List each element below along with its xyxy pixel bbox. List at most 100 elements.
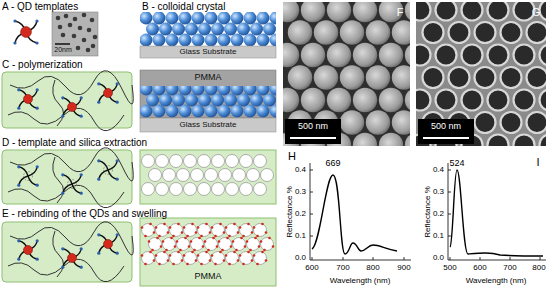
chart-axes — [448, 163, 546, 260]
bound-qd — [169, 254, 172, 257]
silica-sphere — [172, 94, 185, 107]
peak-value: 669 — [325, 159, 340, 169]
bound-qd — [181, 259, 184, 262]
ligand-end — [36, 258, 39, 261]
bound-qd — [219, 251, 222, 254]
silica-sphere — [211, 94, 224, 107]
ligand-end — [61, 266, 64, 269]
bound-qd — [237, 259, 240, 262]
bound-qd — [174, 245, 177, 248]
bound-qd — [265, 259, 268, 262]
bound-qd — [247, 223, 250, 226]
bound-qd — [263, 249, 266, 252]
bound-qd — [207, 249, 210, 252]
silica-sphere — [205, 86, 218, 96]
bound-qd — [214, 263, 217, 266]
silica-sphere — [231, 12, 244, 25]
sem-pore — [449, 67, 470, 88]
layer-label: Glass Substrate — [180, 48, 237, 57]
polymer-chain — [53, 157, 64, 203]
silica-sphere — [211, 23, 224, 36]
empty-cavity — [104, 166, 113, 175]
glass-substrate — [140, 118, 276, 132]
silica-sphere — [159, 23, 172, 36]
sem-sphere — [405, 43, 410, 67]
bound-qd — [265, 231, 268, 234]
sem-sphere — [379, 88, 403, 112]
layer-label: PMMA — [195, 272, 222, 282]
pore — [205, 169, 218, 182]
reflectance-curve — [450, 170, 543, 256]
silica-sphere — [153, 34, 166, 47]
silica-sphere — [244, 86, 257, 96]
pore — [149, 169, 162, 182]
silica-sphere — [250, 23, 263, 36]
tick-label: 0.0 — [433, 254, 444, 263]
silica-sphere — [263, 23, 276, 36]
sem-pore — [475, 67, 496, 88]
empty-cavity — [68, 180, 77, 189]
tick-label: 0.2 — [295, 210, 306, 219]
ligand-end — [36, 184, 39, 187]
tick-label: 0.1 — [433, 232, 444, 241]
bound-qd — [251, 259, 254, 262]
bound-qd — [205, 251, 208, 254]
bound-qd — [218, 240, 221, 243]
bound-qd — [153, 231, 156, 234]
rebound-polymer — [2, 222, 132, 282]
pore — [184, 155, 197, 168]
bound-qd — [268, 237, 271, 240]
pores — [142, 155, 274, 196]
silica-sphere — [159, 94, 172, 107]
reflectance-curve — [312, 175, 397, 254]
silica-sphere — [153, 105, 166, 118]
silica-sphere — [224, 94, 237, 107]
polymer-chain — [53, 80, 64, 126]
pore — [198, 155, 211, 168]
pore — [226, 224, 239, 237]
sem-sphere — [353, 133, 377, 146]
bound-qd — [184, 237, 187, 240]
pore — [142, 183, 155, 196]
polymer-chain — [8, 185, 124, 207]
silica-sphere — [205, 12, 218, 25]
scale-box — [418, 119, 474, 144]
bound-qd — [253, 226, 256, 229]
ligand-end — [17, 88, 20, 91]
quantum-dot — [24, 246, 33, 255]
silica-spheres — [140, 86, 276, 118]
silica-sphere — [192, 12, 205, 25]
bound-qd — [172, 235, 175, 238]
tick-label: 700 — [503, 264, 516, 273]
sem-pore — [540, 90, 547, 111]
tick-label: 900 — [397, 264, 410, 273]
bound-qd — [256, 263, 259, 266]
silica-sphere — [185, 23, 198, 36]
silica-sphere — [231, 105, 244, 118]
bound-qd — [190, 240, 193, 243]
tick-label: 500 — [443, 264, 456, 273]
ligand-end — [80, 96, 83, 99]
silica-sphere — [179, 12, 192, 25]
panel-letter: G — [532, 6, 541, 18]
sem-sphere — [301, 2, 325, 22]
bound-qd — [177, 223, 180, 226]
pore — [156, 155, 169, 168]
pore — [219, 169, 232, 182]
sem-pore — [488, 2, 509, 21]
sem-pore — [488, 135, 509, 147]
scale-label: 500 nm — [298, 122, 328, 132]
tick-label: 600 — [305, 264, 318, 273]
bound-qd — [211, 226, 214, 229]
pore — [170, 183, 183, 196]
sem-sphere — [379, 133, 403, 146]
nanoparticle — [72, 34, 77, 39]
bound-qd — [141, 226, 144, 229]
pore — [170, 155, 183, 168]
silica-sphere — [218, 105, 231, 118]
polymer-chain — [8, 108, 124, 130]
ligand-end — [61, 173, 64, 176]
bound-qd — [223, 259, 226, 262]
pore — [212, 224, 225, 237]
pore — [163, 169, 176, 182]
